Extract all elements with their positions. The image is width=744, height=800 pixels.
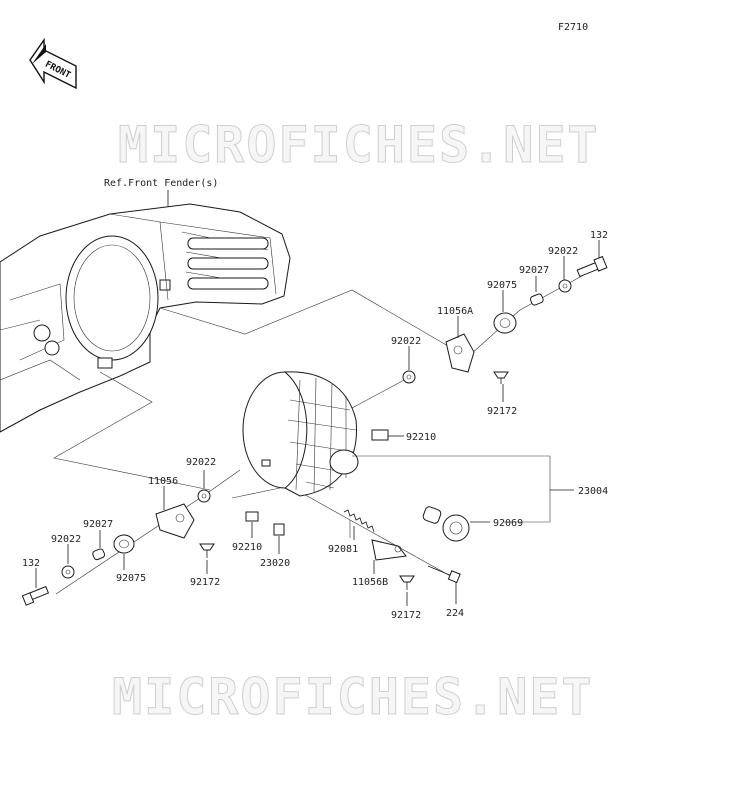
front-arrow-icon: FRONT (29, 37, 77, 90)
part-label-11056a: 11056A (437, 306, 473, 317)
part-label-23020: 23020 (260, 558, 290, 569)
figure-code: F2710 (558, 22, 588, 33)
label-leaders (35, 240, 600, 606)
bolt-132-left (21, 585, 50, 606)
nut-92210-right (371, 429, 389, 441)
washer-92022-lower-left (61, 565, 75, 579)
screw-92172-bottom (399, 575, 415, 590)
watermark-bottom: MICROFICHES.NET (112, 668, 594, 726)
collar-92027-right (529, 293, 544, 306)
part-label-92027-right: 92027 (519, 265, 549, 276)
bolt-224 (427, 565, 461, 584)
screw-92172-left (199, 543, 215, 558)
grommet-92075-left (113, 534, 135, 554)
bolt-132-right (576, 255, 608, 278)
bracket-11056b (371, 539, 407, 561)
part-label-92022-right: 92022 (548, 246, 578, 257)
reference-label: Ref.Front Fender(s) (104, 178, 218, 189)
spring-92081 (343, 509, 375, 533)
washer-92022-mid (402, 370, 416, 384)
bracket-11056a (445, 333, 475, 373)
part-label-92172-bottom: 92172 (391, 610, 421, 621)
part-label-92075-left: 92075 (116, 573, 146, 584)
part-label-92022-left: 92022 (186, 457, 216, 468)
part-label-92210-right: 92210 (406, 432, 436, 443)
collar-92027-left (92, 548, 106, 561)
washer-92022-right (558, 279, 572, 293)
nut-92210-left (245, 511, 259, 522)
front-fender-housing (0, 203, 291, 433)
part-label-92027-left: 92027 (83, 519, 113, 530)
bracket-11056 (155, 503, 195, 539)
grommet-92075-right (493, 312, 517, 334)
bulb-92069 (422, 506, 470, 542)
part-label-132-right: 132 (590, 230, 608, 241)
part-label-11056b: 11056B (352, 577, 388, 588)
part-label-11056: 11056 (148, 476, 178, 487)
part-label-92081: 92081 (328, 544, 358, 555)
headlight-unit-23004 (242, 371, 359, 497)
part-label-92069: 92069 (493, 518, 523, 529)
screw-92172-right (493, 371, 509, 384)
part-label-92210-left: 92210 (232, 542, 262, 553)
part-label-224: 224 (446, 608, 464, 619)
watermark-top: MICROFICHES.NET (118, 116, 600, 174)
part-label-92022-lower-left: 92022 (51, 534, 81, 545)
bracket-line-23004 (352, 455, 551, 523)
clip-23020 (273, 523, 285, 536)
part-label-23004: 23004 (578, 486, 608, 497)
washer-92022-left (197, 489, 211, 503)
part-label-92022-mid: 92022 (391, 336, 421, 347)
part-label-132-left: 132 (22, 558, 40, 569)
part-label-92075-right: 92075 (487, 280, 517, 291)
part-label-92172-right: 92172 (487, 406, 517, 417)
part-label-92172-left: 92172 (190, 577, 220, 588)
